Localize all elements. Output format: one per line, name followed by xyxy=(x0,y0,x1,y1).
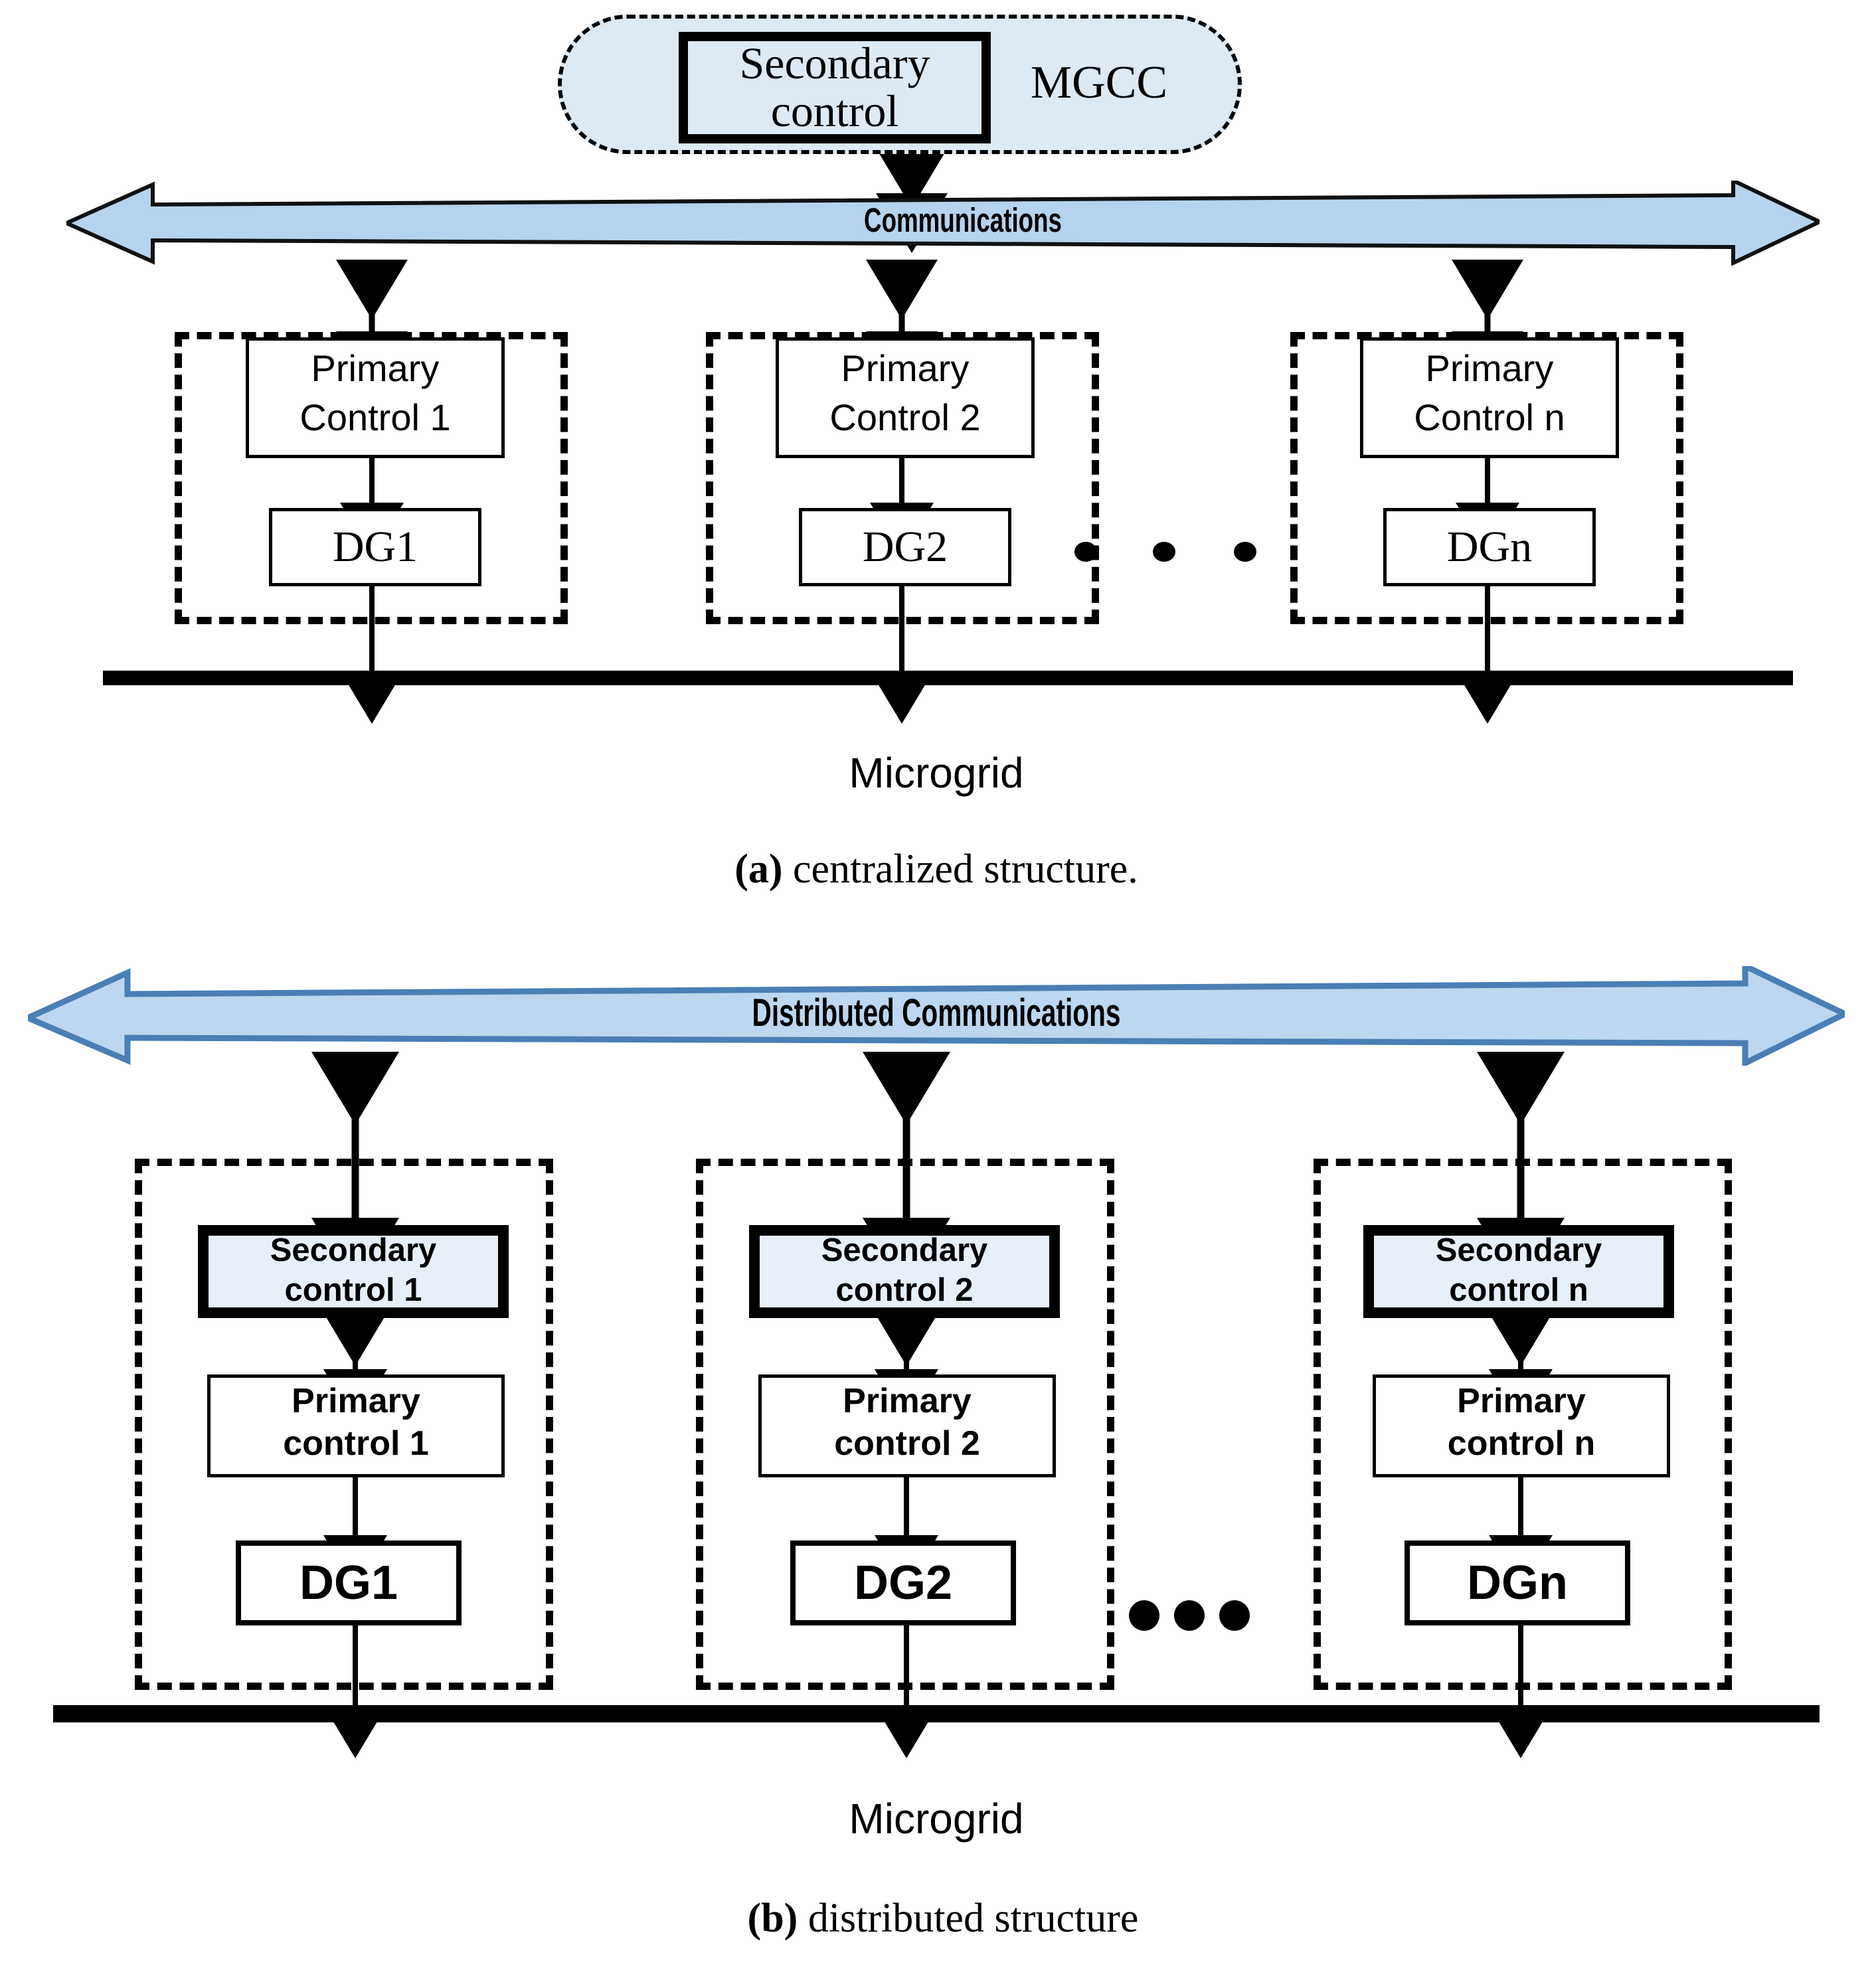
microgrid-label-b: Microgrid xyxy=(849,1795,1024,1843)
primary-control-label-b-2-line1: Primary xyxy=(843,1382,972,1421)
secondary-control-label-b-1-line2: control 1 xyxy=(284,1272,422,1308)
primary-control-label-a-2-line1: Primary xyxy=(841,347,970,389)
communications-bus-label-b: Distributed Communications xyxy=(752,991,1121,1035)
ellipsis-dot-a-2 xyxy=(1153,542,1175,562)
dg-box-b-n[interactable] xyxy=(1404,1540,1630,1625)
primary-control-label-a-1-line2: Control 1 xyxy=(299,396,451,438)
dg-box-b-2[interactable] xyxy=(790,1540,1016,1625)
ellipsis-dot-b-2 xyxy=(1174,1600,1205,1631)
caption-a: (a) centralized structure. xyxy=(571,843,1302,896)
communications-bus-arrow-b xyxy=(28,966,1845,1066)
secondary-control-box-b-2[interactable] xyxy=(749,1225,1060,1318)
dg-group-b-n xyxy=(1314,1159,1732,1690)
primary-control-box-b-n[interactable] xyxy=(1373,1374,1670,1477)
dg-group-a-2 xyxy=(706,332,1099,624)
dg-label-a-1: DG1 xyxy=(332,523,418,572)
microgrid-bus-b xyxy=(53,1705,1820,1722)
ellipsis-dot-b-3 xyxy=(1219,1600,1250,1631)
primary-control-label-b-1-line2: control 1 xyxy=(283,1424,429,1463)
dg-group-b-2 xyxy=(696,1159,1114,1690)
caption-a-prefix: (a) xyxy=(734,847,783,892)
secondary-control-label-a-line1: Secondary xyxy=(739,37,930,88)
ellipsis-dot-a-3 xyxy=(1234,542,1256,562)
dg-box-b-1[interactable] xyxy=(236,1540,462,1625)
dg-box-a-1[interactable] xyxy=(269,508,481,586)
ellipsis-a xyxy=(1063,531,1328,571)
ellipsis-dot-a-1 xyxy=(1074,542,1097,562)
dg-box-a-n[interactable] xyxy=(1383,508,1596,586)
secondary-control-label-b-n-line1: Secondary xyxy=(1435,1232,1602,1268)
caption-b-text: distributed structure xyxy=(798,1896,1139,1942)
secondary-control-box-b-1[interactable] xyxy=(198,1225,509,1318)
ellipsis-b xyxy=(1122,1594,1335,1633)
primary-control-label-b-n-line1: Primary xyxy=(1457,1382,1586,1421)
secondary-control-label-b-2-line1: Secondary xyxy=(821,1232,988,1268)
primary-control-label-b-1-line1: Primary xyxy=(292,1382,420,1421)
dg-group-a-n xyxy=(1290,332,1683,624)
secondary-control-label-b-2-line2: control 2 xyxy=(835,1272,974,1308)
primary-control-box-a-1[interactable] xyxy=(246,337,505,458)
primary-control-label-a-1-line1: Primary xyxy=(311,347,440,389)
primary-control-box-a-n[interactable] xyxy=(1360,337,1619,458)
secondary-control-box-a[interactable] xyxy=(679,32,991,143)
secondary-control-label-b-n-line2: control n xyxy=(1449,1272,1588,1308)
microgrid-label-a: Microgrid xyxy=(849,749,1024,797)
dg-label-b-2: DG2 xyxy=(853,1556,953,1610)
primary-control-box-b-2[interactable] xyxy=(758,1374,1056,1477)
communications-bus-arrow-a xyxy=(66,181,1820,266)
primary-control-label-a-n-line1: Primary xyxy=(1425,347,1554,389)
microgrid-bus-a xyxy=(103,671,1793,685)
primary-control-label-a-n-line2: Control n xyxy=(1414,396,1565,438)
secondary-control-label-a-line2: control xyxy=(770,85,899,136)
dg-group-a-1 xyxy=(175,332,568,624)
secondary-control-box-b-n[interactable] xyxy=(1363,1225,1674,1318)
mgcc-label: MGCC xyxy=(1030,56,1168,108)
caption-b: (b) distributed structure xyxy=(578,1892,1308,1946)
primary-control-label-a-2-line2: Control 2 xyxy=(829,396,981,438)
ellipsis-dot-b-1 xyxy=(1129,1600,1159,1631)
communications-bus-label-a: Communications xyxy=(864,201,1062,239)
secondary-control-label-b-1-line1: Secondary xyxy=(270,1232,437,1268)
primary-control-box-a-2[interactable] xyxy=(776,337,1035,458)
dg-label-b-n: DGn xyxy=(1467,1556,1568,1610)
dg-label-a-2: DG2 xyxy=(862,523,948,572)
primary-control-label-b-n-line2: control n xyxy=(1447,1424,1596,1463)
caption-b-prefix: (b) xyxy=(747,1896,798,1942)
caption-a-text: centralized structure. xyxy=(782,847,1138,892)
dg-label-b-1: DG1 xyxy=(299,1556,398,1610)
dg-label-a-n: DGn xyxy=(1446,523,1533,572)
primary-control-label-b-2-line2: control 2 xyxy=(834,1424,980,1463)
dg-box-a-2[interactable] xyxy=(799,508,1011,586)
dg-group-b-1 xyxy=(135,1159,553,1690)
primary-control-box-b-1[interactable] xyxy=(207,1374,505,1477)
